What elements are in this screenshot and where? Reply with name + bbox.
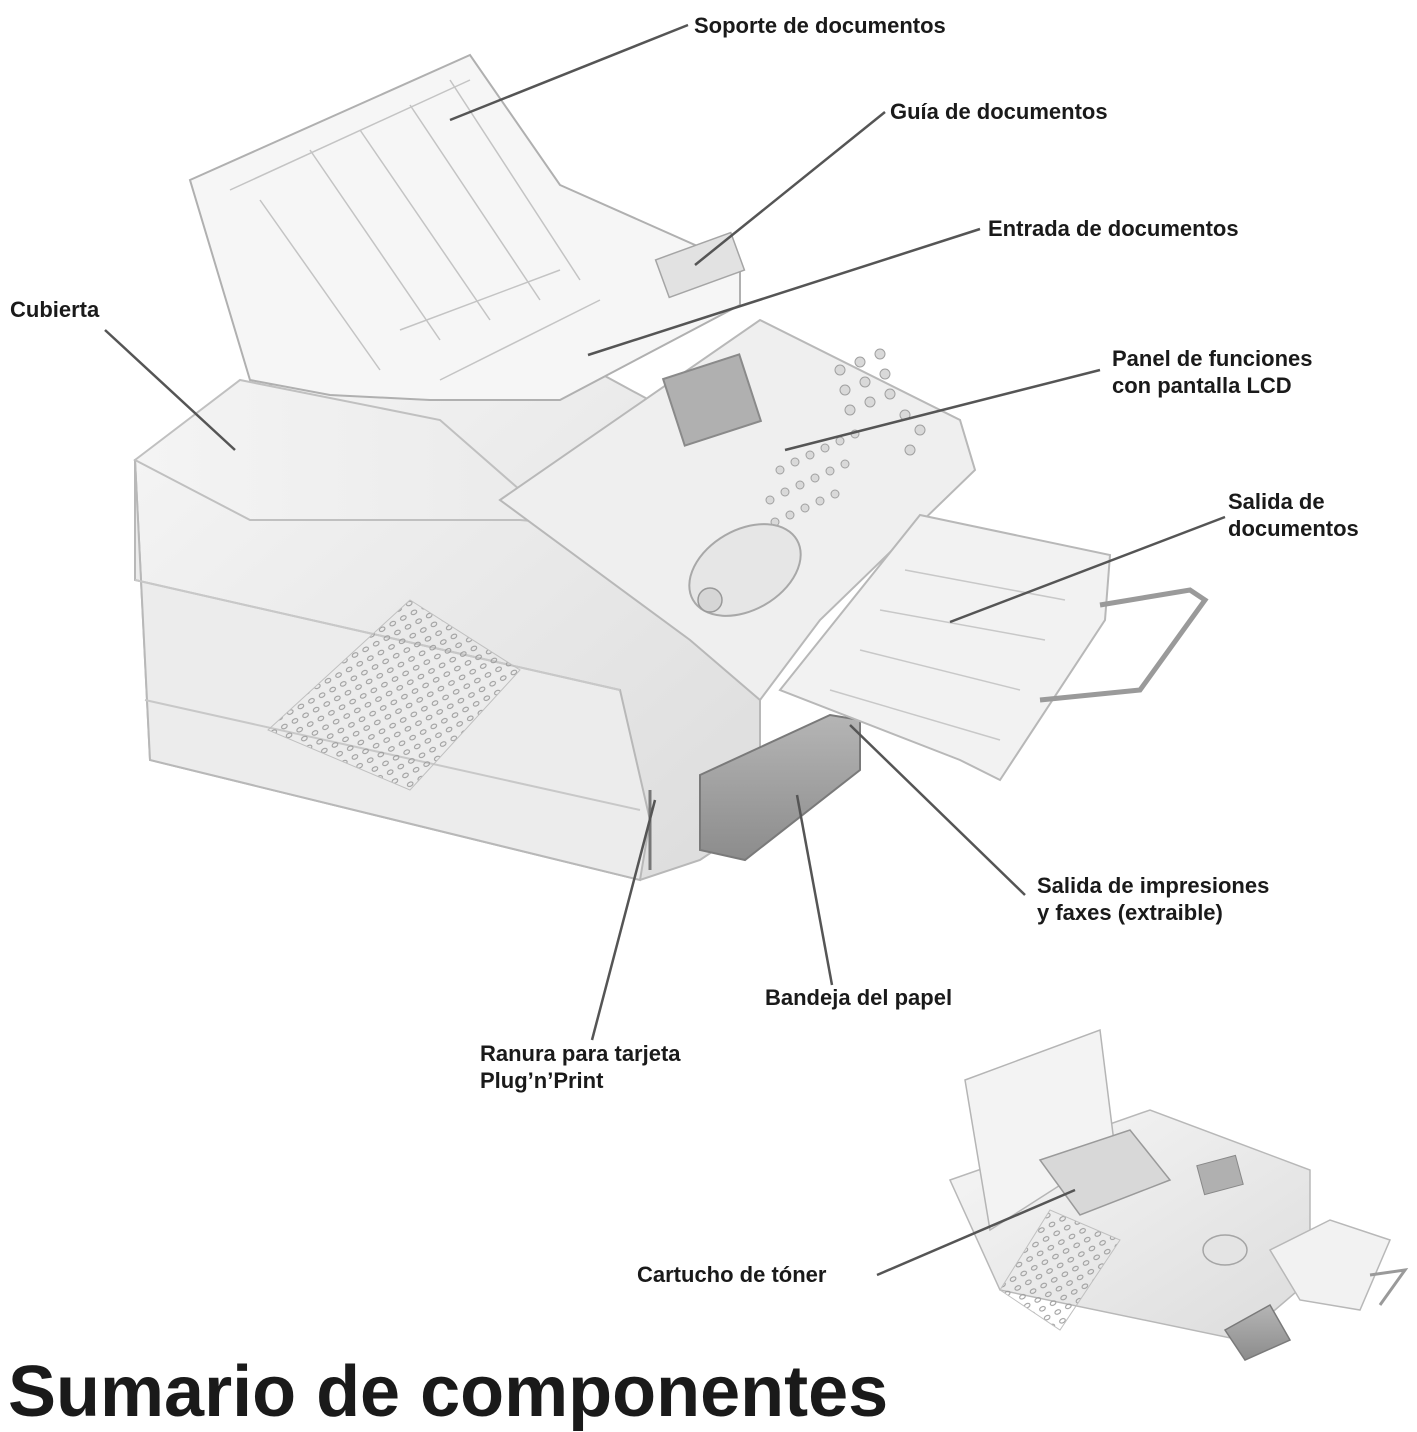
leader-entrada bbox=[587, 227, 981, 357]
label-bandeja-text: Bandeja del papel bbox=[765, 985, 953, 1010]
label-cubierta-text: Cubierta bbox=[10, 297, 100, 322]
leader-soporte bbox=[449, 23, 689, 122]
label-salida-imp-line1: Salida de impresiones bbox=[1037, 873, 1270, 898]
document-support bbox=[188, 53, 741, 401]
label-entrada: Entrada de documentos bbox=[988, 215, 1239, 242]
leader-cubierta bbox=[104, 329, 236, 451]
label-bandeja: Bandeja del papel bbox=[765, 984, 952, 1011]
leader-lines bbox=[104, 23, 1226, 1277]
speaker-grille bbox=[267, 599, 521, 791]
leader-panel bbox=[784, 368, 1101, 452]
output-extension-wire bbox=[1039, 587, 1209, 703]
leader-bandeja bbox=[795, 794, 834, 986]
leader-salida-imp bbox=[849, 724, 1026, 896]
label-ranura: Ranura para tarjeta Plug’n’Print bbox=[480, 1040, 681, 1094]
label-ranura-line2: Plug’n’Print bbox=[480, 1068, 604, 1093]
paper-tray bbox=[699, 713, 861, 862]
label-cartucho-text: Cartucho de tóner bbox=[637, 1262, 827, 1287]
leader-ranura bbox=[590, 799, 657, 1041]
label-salida-doc-line1: Salida de bbox=[1228, 489, 1325, 514]
label-cartucho: Cartucho de tóner bbox=[637, 1261, 826, 1288]
leader-salida-doc bbox=[949, 515, 1226, 624]
label-guia: Guía de documentos bbox=[890, 98, 1108, 125]
label-ranura-line1: Ranura para tarjeta bbox=[480, 1041, 681, 1066]
leader-cartucho bbox=[876, 1188, 1076, 1277]
output-tray bbox=[778, 513, 1112, 782]
label-guia-text: Guía de documentos bbox=[890, 99, 1108, 124]
label-salida-doc-line2: documentos bbox=[1228, 516, 1359, 541]
label-panel: Panel de funciones con pantalla LCD bbox=[1112, 345, 1313, 399]
page-heading: Sumario de componentes bbox=[8, 1352, 889, 1432]
label-soporte-text: Soporte de documentos bbox=[694, 13, 946, 38]
document-guide-slider bbox=[654, 231, 746, 299]
keypad bbox=[755, 348, 926, 535]
fax-machine-open-view bbox=[948, 1028, 1409, 1361]
label-panel-line2: con pantalla LCD bbox=[1112, 373, 1292, 398]
fax-machine bbox=[133, 53, 1209, 882]
label-salida-imp: Salida de impresiones y faxes (extraible… bbox=[1037, 872, 1269, 926]
label-soporte: Soporte de documentos bbox=[694, 12, 946, 39]
label-cubierta: Cubierta bbox=[10, 296, 99, 323]
lcd-screen bbox=[661, 353, 763, 447]
label-entrada-text: Entrada de documentos bbox=[988, 216, 1239, 241]
label-salida-imp-line2: y faxes (extraible) bbox=[1037, 900, 1223, 925]
leader-guia bbox=[694, 111, 886, 266]
label-panel-line1: Panel de funciones bbox=[1112, 346, 1313, 371]
label-salida-doc: Salida de documentos bbox=[1228, 488, 1359, 542]
